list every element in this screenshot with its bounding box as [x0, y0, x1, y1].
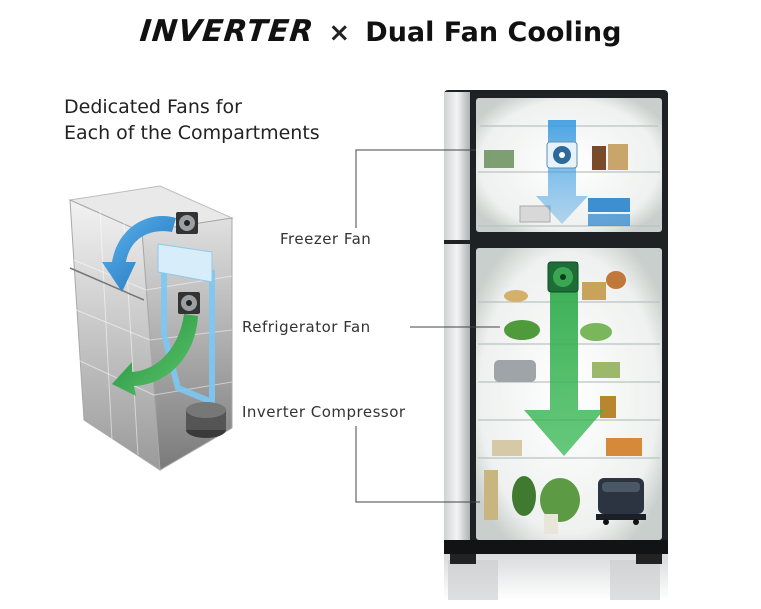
- compartment-diagram: [68, 185, 234, 471]
- callout-lines: [355, 149, 500, 503]
- refrigerator-flow-arrow: [524, 262, 604, 456]
- refrigerator-fan-icon: [178, 292, 200, 314]
- times-symbol: ×: [328, 18, 351, 48]
- freezer-fan-icon: [176, 212, 198, 234]
- refrigerator-fan-icon: [547, 261, 579, 293]
- freezer-items: [484, 144, 630, 226]
- freezer-fan-leader: [355, 149, 476, 228]
- freezer-fan-label: Freezer Fan: [280, 230, 372, 248]
- fridge-base: [444, 540, 668, 554]
- compressor-leader: [355, 426, 480, 503]
- compartment-divider: [69, 267, 145, 301]
- refrigerator-items: [484, 271, 642, 534]
- freezer-door-edge: [444, 92, 470, 240]
- freezer-airflow-arrow: [102, 215, 176, 292]
- freezer-fan-icon: [546, 141, 578, 169]
- heading-line-1: Dedicated Fans for: [64, 96, 242, 118]
- refrigerator-photo: [444, 90, 668, 600]
- compressor-icon: [596, 478, 646, 525]
- section-heading: Dedicated Fans for Each of the Compartme…: [64, 94, 384, 146]
- fridge-door-edge: [444, 244, 470, 546]
- headline-tagline: Dual Fan Cooling: [365, 17, 622, 48]
- refrigerator-fan-label: Refrigerator Fan: [242, 318, 371, 336]
- air-duct: [161, 248, 215, 407]
- heading-line-2: Each of the Compartments: [64, 122, 320, 144]
- compressor-icon: [186, 402, 226, 438]
- headline: INVERTER × Dual Fan Cooling: [0, 14, 761, 49]
- refrigerator-airflow-arrow: [112, 314, 198, 396]
- evaporator-panel: [157, 243, 213, 283]
- inverter-compressor-label: Inverter Compressor: [242, 403, 406, 421]
